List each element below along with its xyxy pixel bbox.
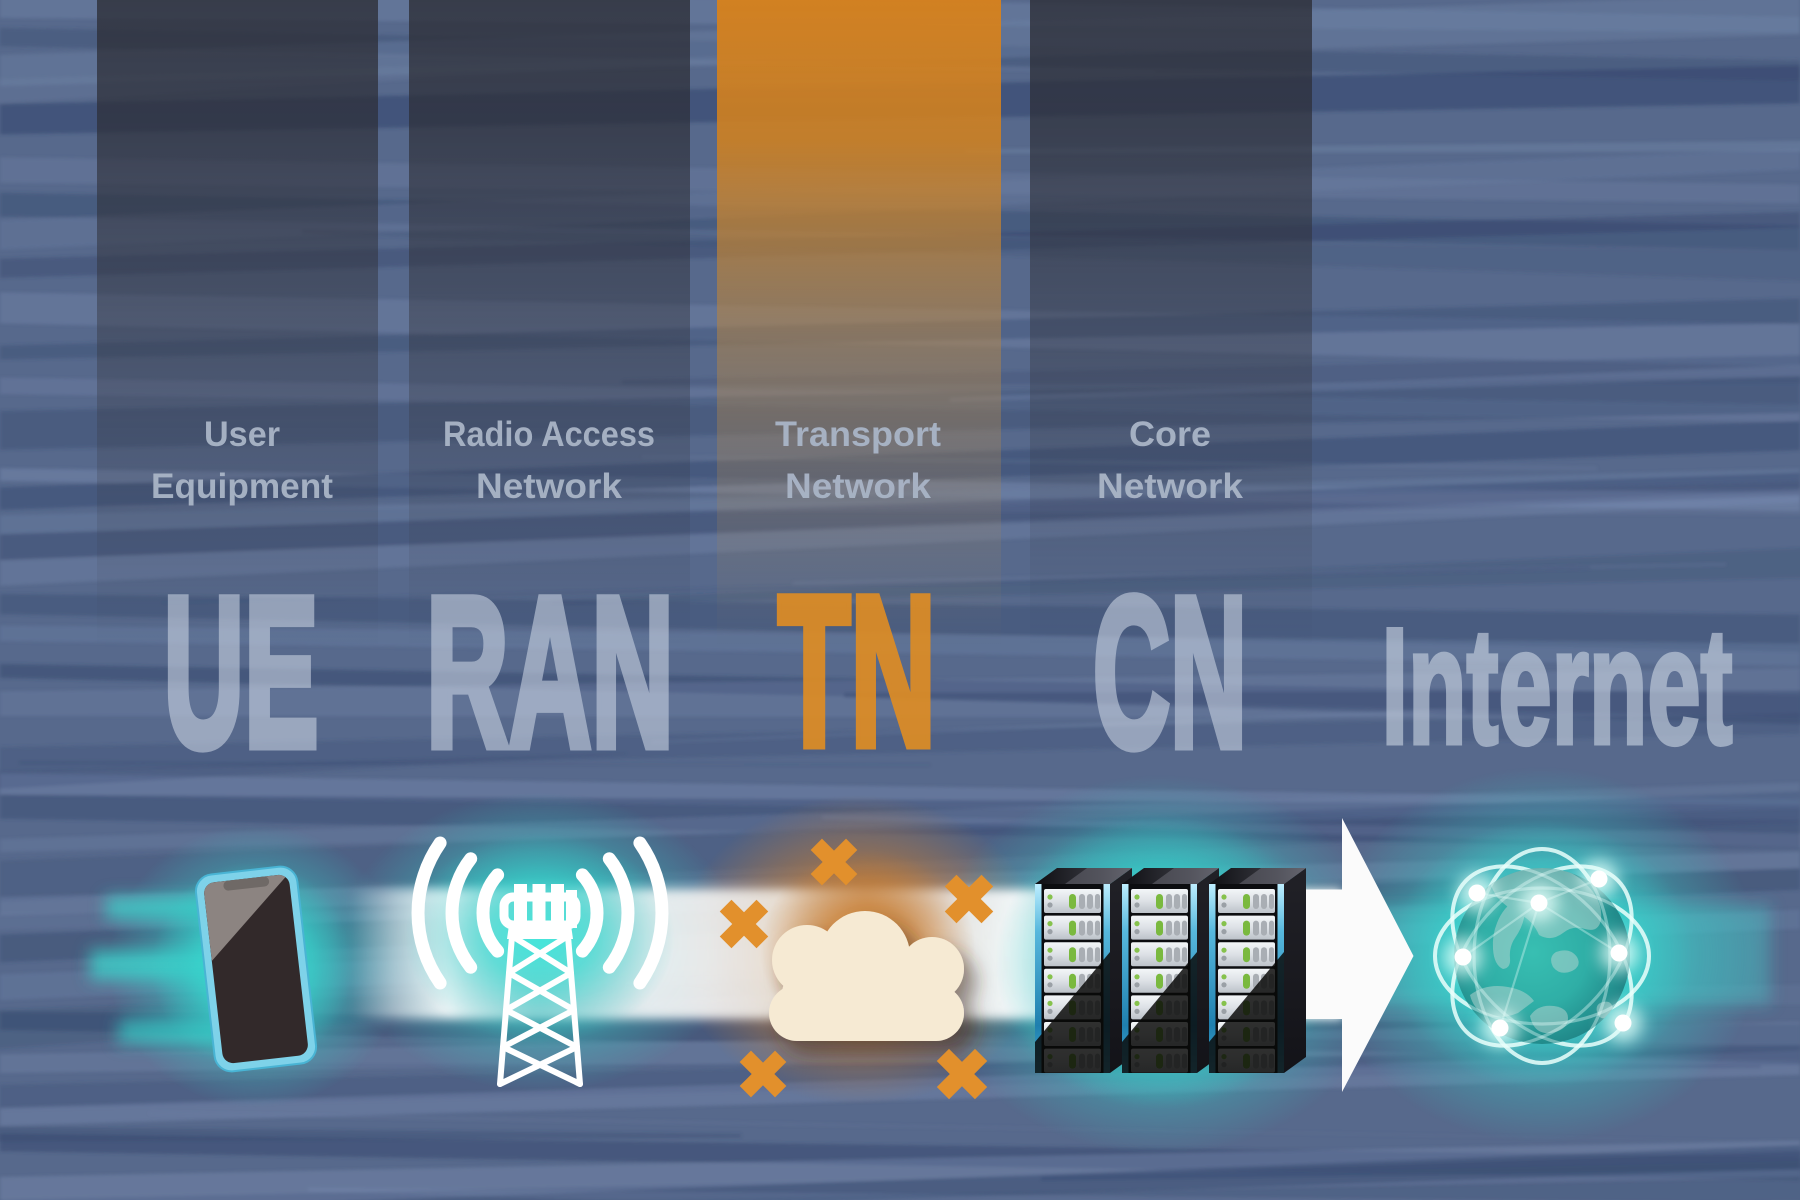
svg-text:TN: TN bbox=[778, 552, 936, 791]
svg-text:CN: CN bbox=[1093, 553, 1247, 792]
svg-text:UE: UE bbox=[164, 553, 319, 792]
svg-text:Network: Network bbox=[1097, 467, 1244, 506]
svg-text:RAN: RAN bbox=[426, 553, 674, 792]
svg-text:Core: Core bbox=[1129, 415, 1211, 454]
svg-text:Radio Access: Radio Access bbox=[443, 415, 655, 454]
svg-text:Equipment: Equipment bbox=[151, 467, 333, 506]
svg-text:Network: Network bbox=[476, 467, 623, 506]
svg-text:User: User bbox=[204, 415, 280, 454]
svg-text:Internet: Internet bbox=[1382, 594, 1733, 778]
svg-text:Network: Network bbox=[785, 467, 932, 506]
svg-text:Transport: Transport bbox=[775, 415, 941, 454]
